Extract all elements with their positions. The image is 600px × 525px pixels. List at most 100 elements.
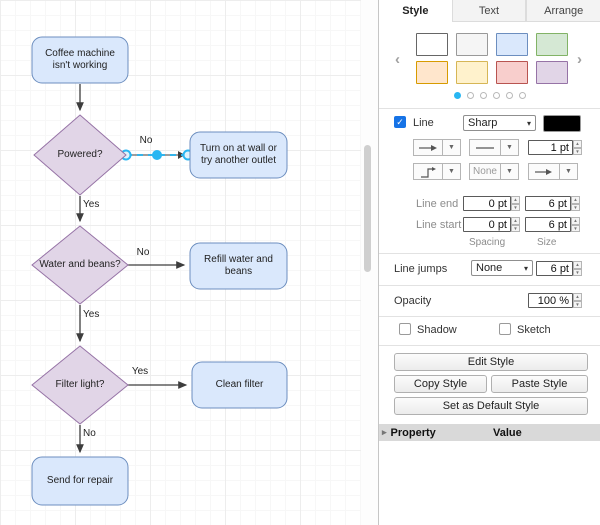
paste-style-button[interactable]: Paste Style [491,375,588,393]
connection-arrow-button[interactable] [413,139,443,156]
line-end-style-button[interactable] [528,163,560,180]
line-end-style-group: ▼ [528,163,578,180]
dropdown-icon: ▼ [448,168,455,175]
swatch-page-dots [379,92,600,99]
waypoint-dropdown-button[interactable]: ▼ [443,163,461,180]
line-jumps-size-input[interactable] [536,261,573,276]
tab-text[interactable]: Text [452,0,527,22]
canvas-scrollbar-track [361,0,378,525]
style-swatch-gray[interactable] [456,33,488,56]
elbow-connector-icon [419,165,437,179]
line-width-input[interactable] [528,140,573,155]
stepper-up-icon[interactable]: ▲ [511,217,520,225]
stepper-down-icon[interactable]: ▼ [573,301,582,309]
format-tabs: Style Text Arrange [379,0,600,22]
line-start-spacing-input[interactable] [463,217,511,232]
selection-waypoint-handle[interactable] [152,150,162,160]
page-dot-6[interactable] [519,92,526,99]
stepper-up-icon[interactable]: ▲ [573,293,582,301]
diagram-canvas[interactable]: Coffee machine isn't working Powered? Tu… [0,0,378,525]
edge-label-water-no: No [129,247,157,258]
disclosure-icon[interactable]: ▸ [382,427,387,438]
line-end-size-input[interactable] [525,196,571,211]
line-end-style-dropdown-button[interactable]: ▼ [560,163,578,180]
line-style-select[interactable]: Sharp ▾ [463,115,536,131]
arrow-right-icon [534,167,554,177]
waypoint-style-button[interactable] [413,163,443,180]
page-dot-3[interactable] [480,92,487,99]
stepper-up-icon[interactable]: ▲ [571,217,580,225]
property-table-header[interactable]: ▸ Property Value [379,424,600,441]
style-swatch-purple[interactable] [536,61,568,84]
edit-style-button[interactable]: Edit Style [394,353,588,371]
line-start-label: Line start [416,219,461,231]
line-end-spacing-stepper[interactable]: ▲ ▼ [511,196,520,211]
line-pattern-dropdown-button[interactable]: ▼ [501,139,519,156]
line-start-style-value: None [473,166,497,177]
page-dot-2[interactable] [467,92,474,99]
page-dot-5[interactable] [506,92,513,99]
style-swatch-orange[interactable] [416,61,448,84]
style-swatch-blue[interactable] [496,33,528,56]
line-checkbox[interactable]: ✓ [394,116,406,128]
line-jumps-label: Line jumps [394,263,447,275]
check-icon: ✓ [396,117,404,128]
stepper-up-icon[interactable]: ▲ [573,140,582,148]
stepper-down-icon[interactable]: ▼ [573,269,582,277]
line-label: Line [413,117,434,129]
format-panel: Style Text Arrange ‹ › ✓ Line Sh [378,0,600,525]
line-start-style-button[interactable]: None [469,163,501,180]
style-swatch-green[interactable] [536,33,568,56]
stepper-up-icon[interactable]: ▲ [573,261,582,269]
value-header-label: Value [493,427,522,439]
line-start-size-stepper[interactable]: ▲ ▼ [571,217,580,232]
canvas-scrollbar-thumb[interactable] [364,145,371,272]
page-dot-1[interactable] [454,92,461,99]
opacity-label: Opacity [394,295,431,307]
line-width-stepper[interactable]: ▲ ▼ [573,140,582,155]
node-filter-light-label: Filter light? [34,365,126,405]
line-jumps-value: None [476,262,502,274]
line-jumps-size-stepper[interactable]: ▲ ▼ [573,261,582,276]
tab-style[interactable]: Style [379,0,452,22]
stepper-down-icon[interactable]: ▼ [571,225,580,233]
line-start-style-dropdown-button[interactable]: ▼ [501,163,519,180]
shadow-checkbox[interactable] [399,323,411,335]
shadow-label: Shadow [417,324,457,336]
sketch-label: Sketch [517,324,551,336]
stepper-down-icon[interactable]: ▼ [573,148,582,156]
line-end-spacing-input[interactable] [463,196,511,211]
stepper-down-icon[interactable]: ▼ [571,204,580,212]
line-pattern-button[interactable] [469,139,501,156]
style-swatch-red[interactable] [496,61,528,84]
stepper-up-icon[interactable]: ▲ [511,196,520,204]
set-default-style-button[interactable]: Set as Default Style [394,397,588,415]
dropdown-icon: ▼ [565,168,572,175]
arrow-right-icon [418,143,438,153]
line-start-spacing-stepper[interactable]: ▲ ▼ [511,217,520,232]
style-swatch-yellow[interactable] [456,61,488,84]
line-jumps-select[interactable]: None ▾ [471,260,533,276]
connection-dropdown-button[interactable]: ▼ [443,139,461,156]
copy-style-button[interactable]: Copy Style [394,375,487,393]
swatch-next-icon[interactable]: › [577,51,582,68]
stepper-down-icon[interactable]: ▼ [511,204,520,212]
line-color-button[interactable] [543,115,581,132]
spacing-column-label: Spacing [469,237,505,248]
stepper-up-icon[interactable]: ▲ [571,196,580,204]
sketch-checkbox[interactable] [499,323,511,335]
line-end-size-stepper[interactable]: ▲ ▼ [571,196,580,211]
line-pattern-group: ▼ [469,139,519,156]
style-swatch-white[interactable] [416,33,448,56]
node-refill-label: Refill water and beans [190,243,287,289]
waypoint-style-group: ▼ [413,163,461,180]
tab-arrange[interactable]: Arrange [526,0,600,22]
line-start-size-input[interactable] [525,217,571,232]
stepper-down-icon[interactable]: ▼ [511,225,520,233]
swatch-prev-icon[interactable]: ‹ [395,51,400,68]
line-end-label: Line end [416,198,458,210]
opacity-input[interactable] [528,293,573,308]
opacity-stepper[interactable]: ▲ ▼ [573,293,582,308]
node-send-repair-label: Send for repair [32,457,128,505]
page-dot-4[interactable] [493,92,500,99]
